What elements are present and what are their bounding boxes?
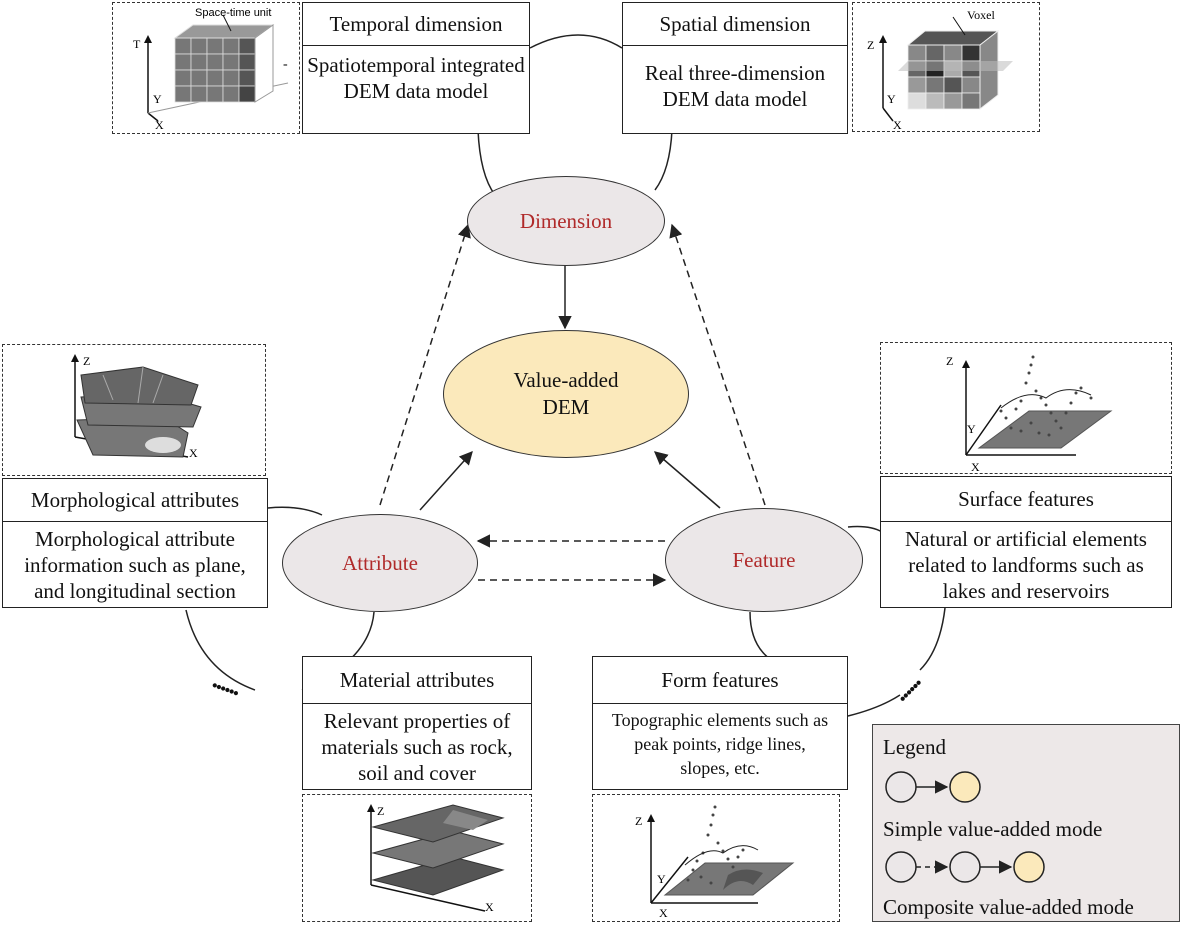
svg-text:Z: Z [83,354,90,368]
legend-title: Legend [883,735,946,759]
box-temporal-dimension-title: Temporal dimension [303,3,529,46]
arrow-attribute-to-dem [419,450,473,511]
node-value-added-dem-line2: DEM [542,395,590,419]
legend-simple-icon [885,771,981,803]
box-surface-features-title: Surface features [881,477,1171,522]
legend-composite-label: Composite value-added mode [883,895,1134,919]
svg-text:Z: Z [635,814,642,828]
legend-simple-label: Simple value-added mode [883,817,1103,841]
box-form-features: Form features Topographic elements such … [592,656,848,790]
dashed-arrow-feature-to-dimension [669,223,766,506]
box-form-features-body: Topographic elements such as peak points… [611,710,829,778]
svg-text:T: T [133,37,141,51]
legend-composite-icon [885,851,1045,883]
node-dimension: Dimension [467,176,665,266]
arc-feature-right [847,525,883,533]
svg-text:X: X [485,900,494,914]
box-material-attributes: Material attributes Relevant properties … [302,656,532,790]
box-morphological-attributes-title: Morphological attributes [3,479,267,522]
box-spatial-dimension-title: Spatial dimension [623,3,847,46]
svg-text:-: - [283,57,288,72]
material-layers-icon: Z X [367,804,505,914]
thumb-space-time-cube: T Y X Space-time unit - [112,2,300,134]
svg-text:Z: Z [946,354,953,368]
box-morphological-attributes: Morphological attributes Morphological a… [2,478,268,608]
arc-feature-far-right [919,607,946,671]
arc-dimension-left [477,129,496,196]
node-value-added-dem-line1: Value-added [513,368,619,392]
thumb-voxel-cube: Z Y X Voxel [852,2,1040,132]
box-spatial-dimension: Spatial dimension Real three-dimension D… [622,2,848,134]
arc-dimension-top [529,34,623,49]
svg-text:Z: Z [377,804,384,818]
form-points-icon: Z Y X [635,805,795,920]
arc-feature-bottom-right [847,694,901,717]
surface-points-icon: Z Y X [946,354,1113,474]
svg-text:X: X [971,460,980,473]
svg-text:Z: Z [867,38,874,52]
box-material-attributes-body: Relevant properties of materials such as… [321,709,513,785]
box-morphological-attributes-body: Morphological attribute information such… [24,527,246,603]
arrow-feature-to-dem [653,451,721,509]
arc-attribute-top [267,506,323,516]
svg-text:X: X [659,906,668,920]
thumb-material-layers: Z X [302,794,532,922]
arc-attribute-left [185,609,256,691]
box-surface-features-body: Natural or artificial elements related t… [905,527,1147,603]
node-value-added-dem: Value-added DEM [443,330,689,458]
thumb-surface-points: Z Y X [880,342,1172,474]
box-form-features-title: Form features [593,657,847,704]
box-surface-features: Surface features Natural or artificial e… [880,476,1172,608]
thumb-morphological-layers: Z X [2,344,266,476]
svg-text:X: X [155,118,164,132]
svg-text:Y: Y [887,92,896,106]
svg-text:X: X [189,446,198,460]
thumb-form-points: Z Y X [592,794,840,922]
morphological-layers-icon: Z X [71,354,202,460]
arc-dimension-right [654,129,673,191]
space-time-cube-icon: T Y X Space-time unit - [133,7,289,132]
box-spatial-dimension-body: Real three-dimension DEM data model [644,61,826,111]
box-material-attributes-title: Material attributes [303,657,531,704]
voxel-cube-icon: Z Y X Voxel [867,8,1013,132]
svg-text:Y: Y [657,872,666,886]
dashed-arrow-attribute-to-dimension [379,223,471,506]
svg-text:X: X [893,118,902,131]
box-temporal-dimension: Temporal dimension Spatiotemporal integr… [302,2,530,134]
legend-panel: Legend Simple value-added mode Composite… [872,724,1180,922]
svg-text:Y: Y [967,422,976,436]
voxel-label: Voxel [967,8,995,22]
node-attribute: Attribute [282,514,478,612]
space-time-unit-label: Space-time unit [195,7,271,19]
svg-text:Y: Y [153,92,162,106]
box-temporal-dimension-body: Spatiotemporal integrated DEM data model [307,53,525,103]
node-feature: Feature [665,508,863,612]
